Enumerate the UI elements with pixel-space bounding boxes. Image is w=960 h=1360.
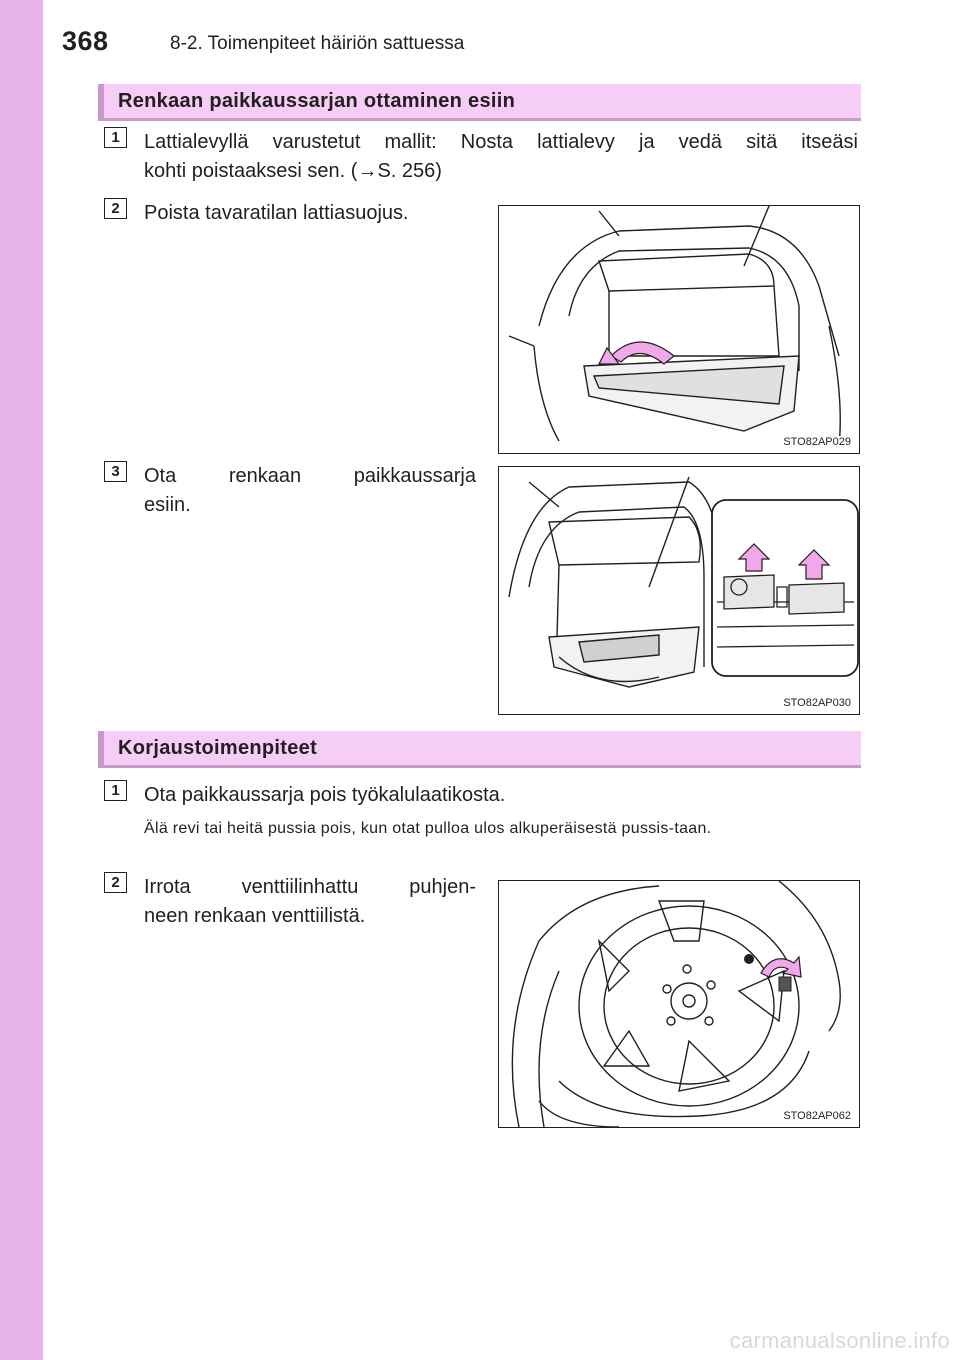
figure-valve-cap: STO82AP062: [498, 880, 860, 1128]
step-number-2: 2: [104, 198, 127, 219]
footer-watermark: carmanualsonline.info: [729, 1328, 950, 1353]
step-2-text: Poista tavaratilan lattiasuojus.: [144, 202, 409, 224]
trunk-illustration: [508, 206, 841, 447]
figure-code: STO82AP030: [781, 697, 853, 709]
repair-kit-illustration: [508, 476, 859, 688]
section-title: 8-2. Toimenpiteet häiriön sattuessa: [170, 33, 465, 54]
step-number-1: 1: [104, 127, 127, 148]
figure-trunk-floor-cover: STO82AP029: [498, 205, 860, 454]
page-number: 368: [62, 26, 109, 56]
figure-code: STO82AP029: [781, 436, 853, 448]
step-number-2b: 2: [104, 872, 127, 893]
step-2b-text-line2: neen renkaan venttiilistä.: [144, 905, 366, 927]
step-3-text-line1: Ota renkaan paikkaussarja: [144, 465, 476, 487]
step-2b-text-line1: Irrota venttiilinhattu puhjen-: [144, 876, 476, 898]
step-number-1b: 1: [104, 780, 127, 801]
figure-code: STO82AP062: [781, 1110, 853, 1122]
step-1-text-line2: kohti poistaaksesi sen. (→S. 256): [144, 160, 442, 182]
step-1b-note: Älä revi tai heitä pussia pois, kun otat…: [144, 820, 712, 837]
step-3-text-line2: esiin.: [144, 494, 191, 516]
heading-text: Renkaan paikkaussarjan ottaminen esiin: [118, 90, 516, 112]
figure-repair-kit-location: STO82AP030: [498, 466, 860, 715]
heading-text: Korjaustoimenpiteet: [118, 737, 318, 759]
heading-renkaan-paikkaussarja: Renkaan paikkaussarjan ottaminen esiin: [98, 84, 861, 121]
side-color-band: [0, 0, 43, 1360]
wheel-illustration: [511, 881, 841, 1127]
heading-korjaustoimenpiteet: Korjaustoimenpiteet: [98, 731, 861, 768]
step-1-text-line1: Lattialevyllä varustetut mallit: Nosta l…: [144, 131, 858, 153]
step-number-3: 3: [104, 461, 127, 482]
step-1b-text: Ota paikkaussarja pois työkalulaatikosta…: [144, 784, 506, 806]
